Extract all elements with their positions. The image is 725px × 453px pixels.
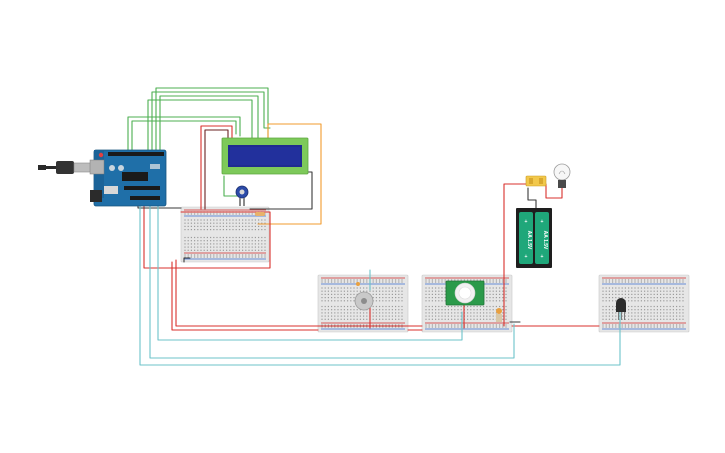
wire-black-gnd-2[interactable] bbox=[183, 257, 191, 263]
wire-black-lcd[interactable] bbox=[249, 171, 313, 210]
usb-cable-icon[interactable] bbox=[38, 161, 99, 174]
wire-red-relay[interactable] bbox=[503, 183, 527, 327]
battery-plus-1: + bbox=[525, 219, 528, 225]
resistor-small-icon[interactable] bbox=[255, 212, 265, 216]
wire-red-lcd-1[interactable] bbox=[200, 125, 233, 210]
wire-green-3[interactable] bbox=[159, 95, 259, 151]
lcd-16x2-display[interactable] bbox=[221, 137, 309, 175]
battery-cell-label-1: AA 1.5V bbox=[526, 231, 532, 250]
wire-green-5[interactable] bbox=[127, 116, 241, 151]
wire-green-1[interactable] bbox=[151, 91, 271, 151]
battery-pack-2xAA[interactable]: + + + + AA 1.5V AA 1.5V bbox=[516, 208, 552, 268]
battery-cell-label-2: AA 1.5V bbox=[542, 231, 548, 250]
wire-red-bulb[interactable] bbox=[545, 183, 563, 199]
wire-orange[interactable] bbox=[257, 123, 322, 225]
wire-green-6[interactable] bbox=[131, 120, 237, 151]
breadboard-right[interactable] bbox=[598, 274, 690, 333]
wire-red-main-2[interactable] bbox=[171, 261, 319, 331]
wire-green-2[interactable] bbox=[155, 87, 269, 151]
wire-teal-1[interactable] bbox=[139, 199, 621, 366]
battery-plus-4: + bbox=[541, 254, 544, 260]
light-bulb-icon[interactable] bbox=[553, 163, 571, 188]
battery-plus-2: + bbox=[541, 219, 544, 225]
wire-teal-2[interactable] bbox=[149, 199, 515, 359]
pir-sensor[interactable] bbox=[445, 280, 485, 306]
wire-red-main-3[interactable] bbox=[175, 259, 423, 327]
wire-red-main-1[interactable] bbox=[143, 199, 271, 269]
temperature-sensor-icon[interactable] bbox=[616, 298, 626, 320]
breadboard-middle-right[interactable] bbox=[421, 274, 513, 333]
relay-module[interactable] bbox=[525, 175, 547, 187]
battery-plus-3: + bbox=[525, 254, 528, 260]
potentiometer-icon[interactable] bbox=[235, 185, 249, 206]
wire-teal-3[interactable] bbox=[157, 199, 463, 341]
piezo-buzzer-icon[interactable] bbox=[354, 282, 374, 311]
resistor-icon[interactable] bbox=[496, 308, 502, 322]
wire-dark-lcd-2[interactable] bbox=[204, 129, 229, 210]
breadboard-small[interactable] bbox=[180, 206, 270, 263]
wires bbox=[127, 87, 621, 366]
wire-black-relay[interactable] bbox=[527, 187, 537, 209]
wire-green-4[interactable] bbox=[147, 99, 253, 151]
arduino-uno-board[interactable] bbox=[89, 149, 167, 207]
